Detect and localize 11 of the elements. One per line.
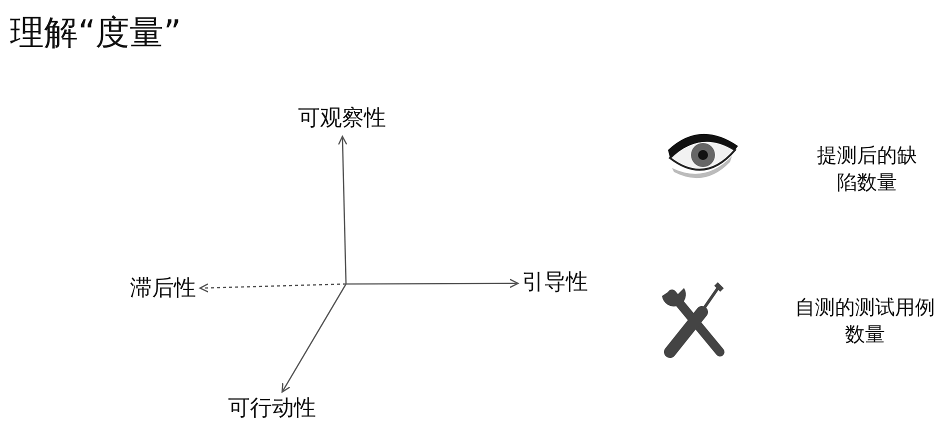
title: 理解“度量” (10, 12, 182, 55)
arrow (338, 136, 348, 284)
arrow (282, 284, 347, 393)
dashed-arrow (199, 283, 346, 293)
arrow (346, 278, 519, 288)
metric-text: 提测后的缺陷数量 (816, 142, 918, 196)
metric-text: 自测的测试用例数量 (794, 294, 936, 348)
axis-label: 引导性 (522, 270, 588, 296)
axis-label: 可观察性 (298, 106, 386, 132)
axis-label: 可行动性 (228, 396, 316, 422)
axis-label: 滞后性 (130, 276, 196, 302)
